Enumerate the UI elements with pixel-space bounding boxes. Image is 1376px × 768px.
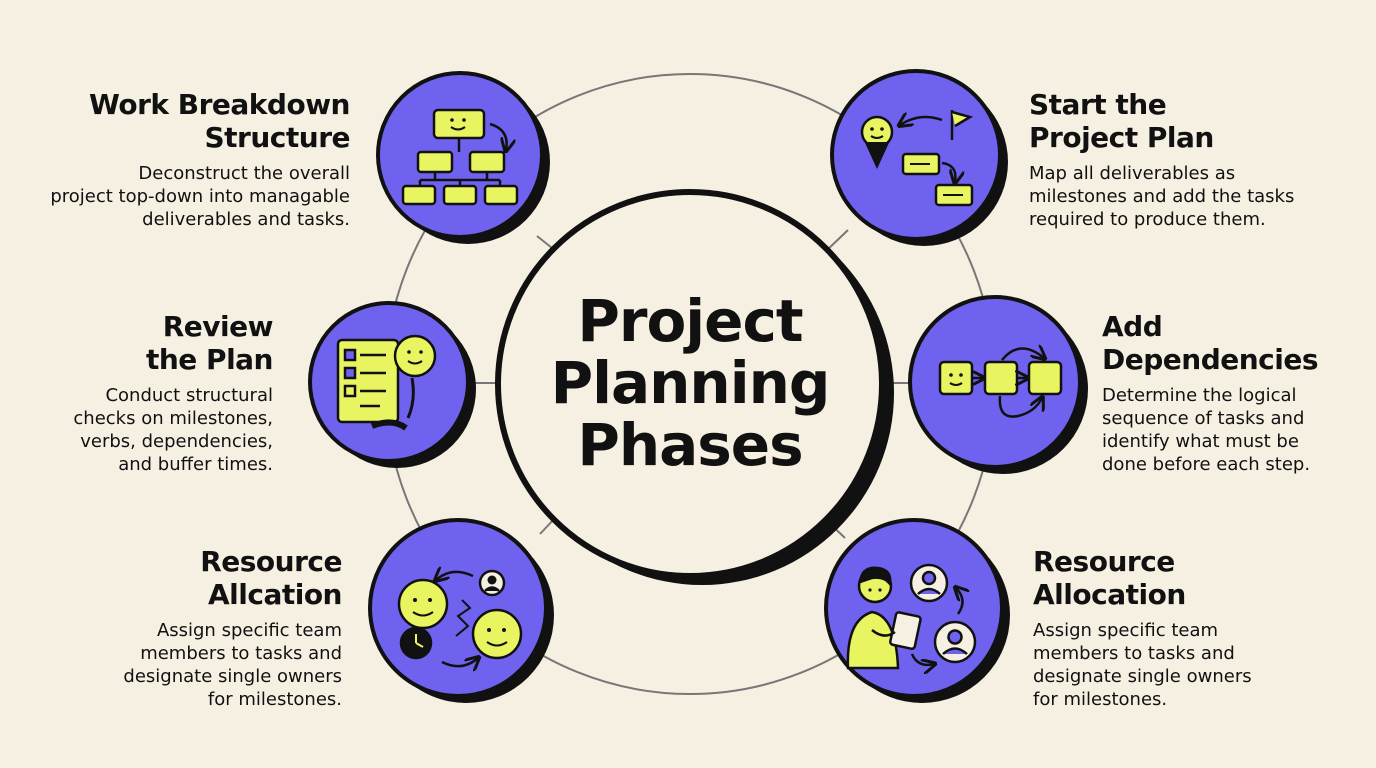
hub-node	[495, 189, 894, 585]
hub-title: Project Planning Phases	[500, 290, 880, 476]
hub-title-line: Planning	[550, 349, 831, 417]
checklist-icon	[336, 334, 437, 431]
phase-description: Deconstruct the overall project top-down…	[50, 163, 350, 230]
phase-resource-right: Resource Allocation Assign specific team…	[1033, 545, 1363, 711]
phase-resource-left: Resource Allcation Assign specific team …	[12, 545, 342, 711]
node-review-plan	[308, 301, 476, 468]
phase-description: Map all deliverables as milestones and a…	[1029, 163, 1295, 230]
node-resource-right	[824, 518, 1010, 703]
phase-description: Assign specific team members to tasks an…	[1033, 620, 1252, 710]
phase-title: Review the Plan	[145, 310, 274, 376]
phase-title: Resource Allcation	[200, 545, 342, 611]
node-dependencies	[908, 295, 1088, 474]
dependency-chain-icon	[938, 348, 1063, 418]
hub-title-line: Phases	[577, 411, 803, 479]
phase-description: Assign specific team members to tasks an…	[123, 620, 342, 710]
phase-start-plan: Start the Project Plan Map all deliverab…	[1029, 88, 1359, 231]
phase-description: Conduct structural checks on milestones,…	[73, 385, 273, 475]
phase-title: Work Breakdown Structure	[88, 88, 351, 154]
node-resource-left	[368, 518, 554, 703]
phase-work-breakdown: Work Breakdown Structure Deconstruct the…	[20, 88, 350, 231]
assign-person-icon	[846, 563, 977, 668]
node-work-breakdown	[376, 71, 550, 244]
phase-title: Start the Project Plan	[1029, 88, 1214, 154]
team-swap-icon	[397, 571, 523, 666]
phase-review-plan: Review the Plan Conduct structural check…	[0, 310, 273, 476]
phase-description: Determine the logical sequence of tasks …	[1102, 385, 1311, 475]
phase-title: Add Dependencies	[1102, 310, 1319, 376]
phase-dependencies: Add Dependencies Determine the logical s…	[1102, 310, 1362, 476]
milestone-flag-icon	[860, 110, 974, 207]
node-start-plan	[830, 69, 1008, 246]
hub-title-line: Project	[577, 287, 803, 355]
phase-title: Resource Allocation	[1033, 545, 1186, 611]
org-chart-icon	[401, 108, 519, 206]
